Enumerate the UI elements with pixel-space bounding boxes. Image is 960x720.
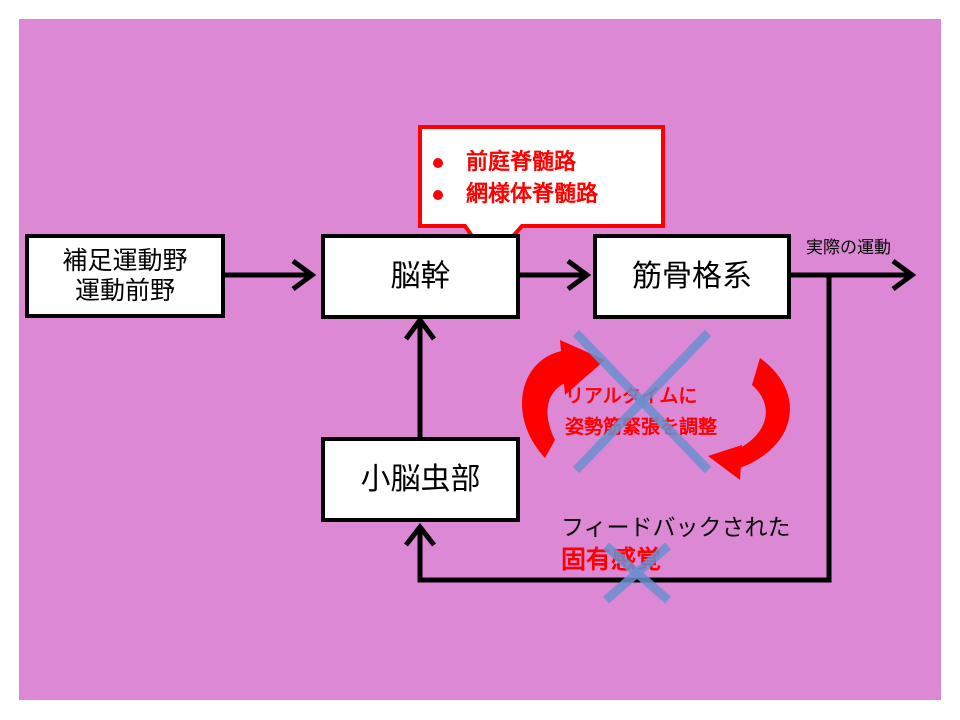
- motor-cortex-label-2: 運動前野: [74, 276, 175, 305]
- brainstem-label: 脳幹: [390, 258, 451, 294]
- musculoskeletal-box: 筋骨格系: [593, 234, 791, 319]
- callout-item-reticulospinal: 網様体脊髄路: [466, 182, 599, 207]
- output-label: 実際の運動: [806, 238, 891, 258]
- motor-cortex-box: 補足運動野 運動前野: [25, 234, 225, 318]
- bullet-dot-1: [433, 158, 443, 168]
- motor-cortex-label-1: 補足運動野: [62, 246, 188, 275]
- cycle-text-line2: 姿勢筋緊張を調整: [565, 416, 718, 438]
- cerebellar-vermis-label: 小脳虫部: [360, 461, 481, 497]
- brainstem-box: 脳幹: [321, 234, 520, 319]
- cycle-arrow-right: [732, 358, 790, 468]
- callout-item-vestibulospinal: 前庭脊髄路: [466, 150, 577, 175]
- bullet-dot-2: [433, 190, 443, 200]
- small-cross-mark: [603, 542, 671, 604]
- large-cross-mark: [572, 329, 712, 474]
- cycle-arrow-left: [521, 350, 575, 458]
- feedback-label-line1: フィードバックされた: [561, 515, 791, 541]
- cerebellar-vermis-box: 小脳虫部: [321, 437, 520, 522]
- musculoskeletal-label: 筋骨格系: [632, 258, 752, 294]
